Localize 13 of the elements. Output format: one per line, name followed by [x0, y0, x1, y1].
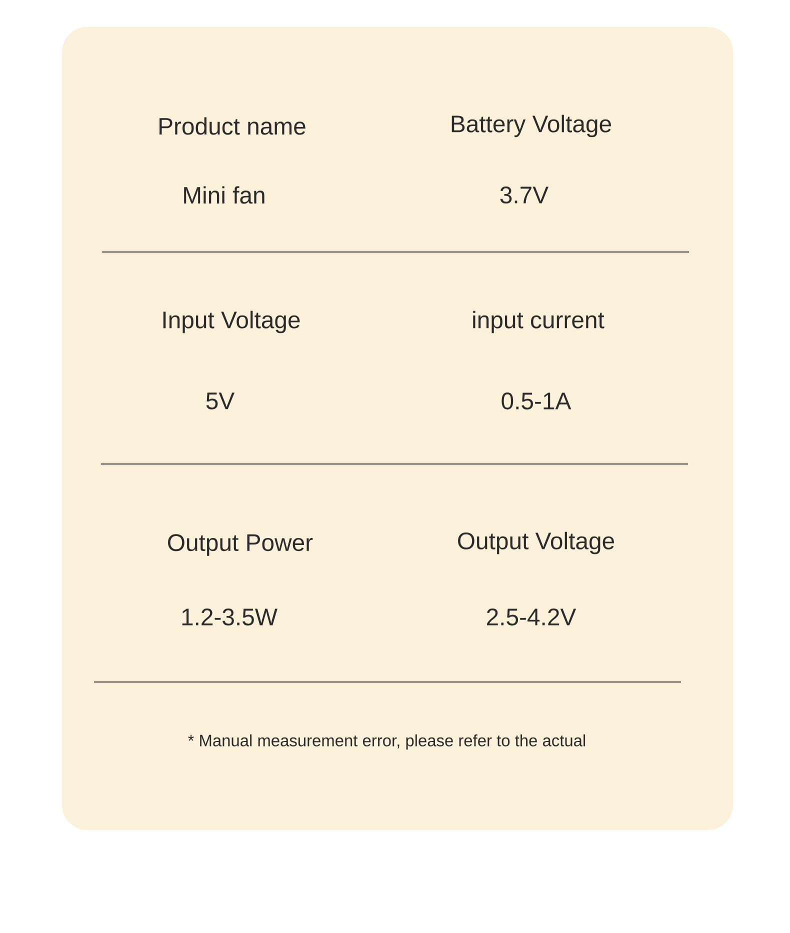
spec-value: 2.5-4.2V: [487, 608, 576, 626]
spec-heading: Output Voltage: [458, 532, 614, 554]
spec-value: 3.7V: [500, 186, 548, 204]
spec-heading: Output Power: [168, 534, 313, 556]
spec-heading: Product name: [160, 117, 306, 135]
spec-heading: input current: [473, 310, 604, 334]
footnote: * Manual measurement error, please refer to the actual: [188, 734, 586, 750]
spec-value: 1.2-3.5W: [182, 608, 278, 626]
spec-value: 5V: [206, 392, 235, 410]
spec-heading: Input Voltage: [163, 310, 300, 334]
spec-value: 0.5-1A: [502, 392, 572, 410]
spec-heading: Battery Voltage: [452, 114, 612, 138]
spec-value: Mini fan: [184, 186, 264, 204]
